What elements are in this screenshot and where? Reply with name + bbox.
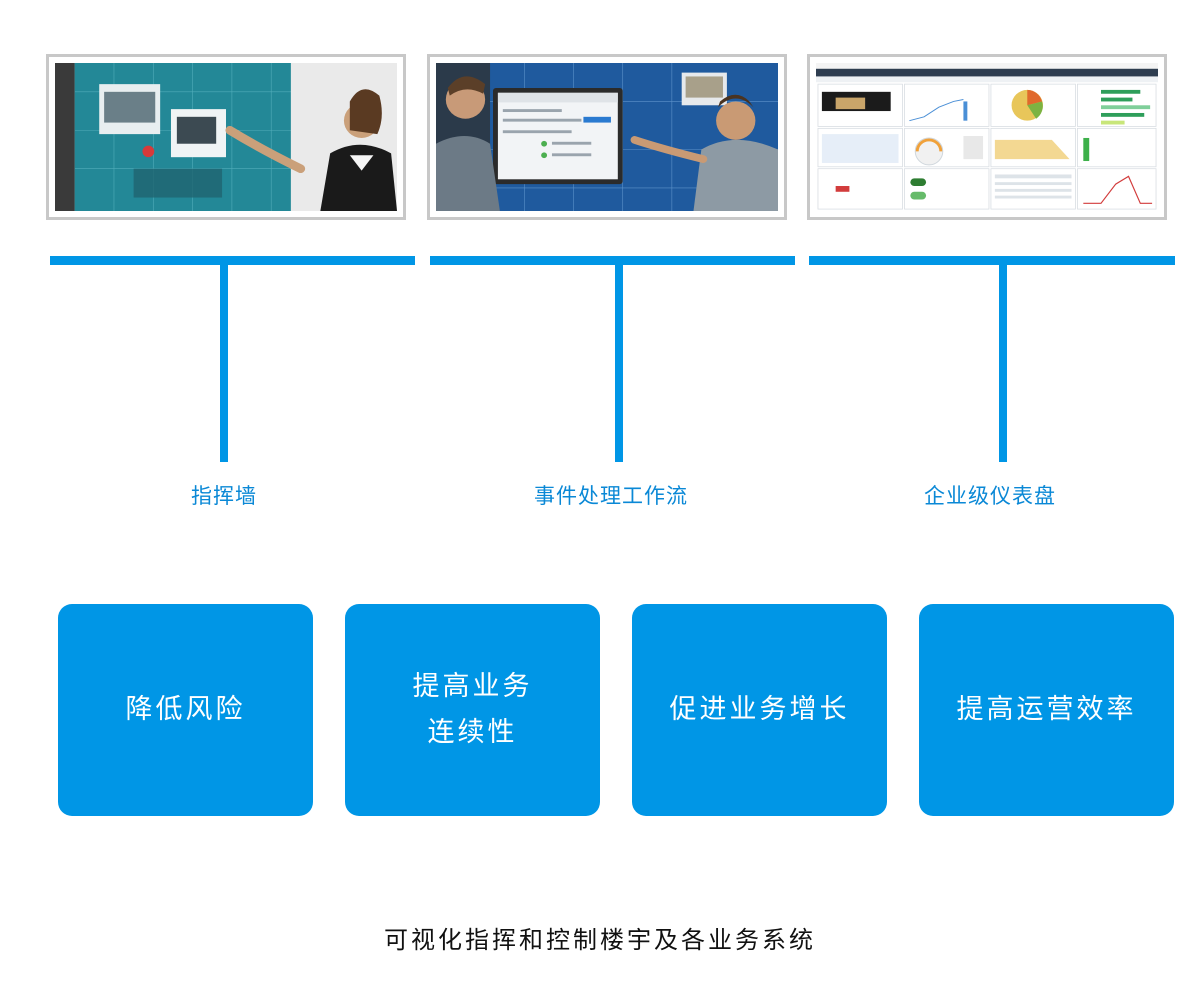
footer-caption: 可视化指挥和控制楼宇及各业务系统 [384, 926, 816, 954]
label-enterprise-dashboard: 企业级仪表盘 [924, 484, 1056, 508]
benefit-business-growth: 促进业务增长 [632, 604, 887, 816]
connector-bar-command-wall [50, 256, 415, 265]
benefit-operational-efficiency: 提高运营效率 [919, 604, 1174, 816]
benefit-line: 提高业务 [412, 671, 533, 702]
event-workflow-image [436, 63, 778, 211]
benefit-line: 降低风险 [125, 694, 246, 725]
command-wall-photo [46, 54, 406, 220]
connector-stem-command-wall [220, 262, 228, 462]
connector-bar-enterprise-dashboard [809, 256, 1175, 265]
event-workflow-photo [427, 54, 787, 220]
benefit-business-continuity: 提高业务 连续性 [345, 604, 600, 816]
enterprise-dashboard-image [816, 63, 1158, 211]
connector-bar-event-workflow [430, 256, 795, 265]
label-event-workflow: 事件处理工作流 [534, 484, 688, 508]
connector-stem-enterprise-dashboard [999, 262, 1007, 462]
command-wall-image [55, 63, 397, 211]
benefit-line: 提高运营效率 [956, 694, 1137, 725]
benefit-reduce-risk: 降低风险 [58, 604, 313, 816]
label-command-wall: 指挥墙 [191, 484, 257, 508]
benefit-line: 促进业务增长 [669, 694, 850, 725]
connector-stem-event-workflow [615, 262, 623, 462]
enterprise-dashboard-photo [807, 54, 1167, 220]
benefit-line: 连续性 [427, 717, 518, 748]
